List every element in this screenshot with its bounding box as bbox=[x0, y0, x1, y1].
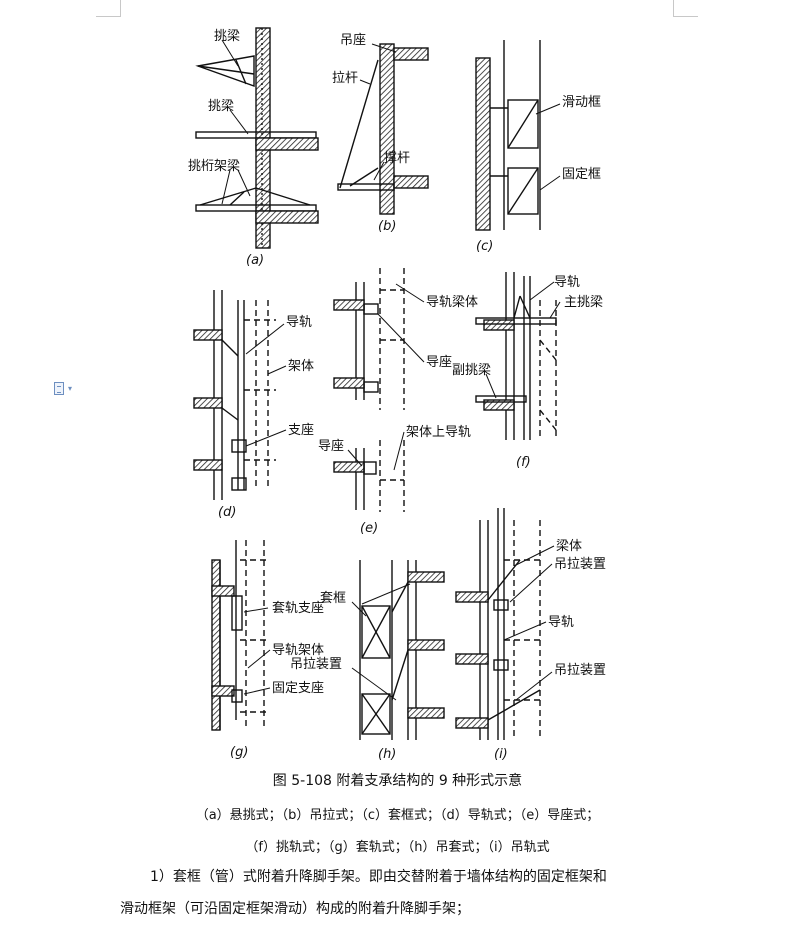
label-f-3: 副挑梁 bbox=[452, 363, 491, 378]
panel-label-b: (b) bbox=[378, 219, 396, 234]
diagram-a bbox=[195, 27, 319, 249]
label-b-1: 吊座 bbox=[340, 33, 366, 48]
panel-label-e: (e) bbox=[360, 521, 378, 536]
label-c-1: 滑动框 bbox=[562, 95, 601, 110]
label-e-3: 导座 bbox=[318, 439, 344, 454]
diagram-i bbox=[455, 508, 541, 740]
diagram-e bbox=[333, 268, 405, 512]
body-paragraph-line-2: 滑动框架（可沿固定框架滑动）构成的附着升降脚手架； bbox=[120, 901, 470, 917]
figure-subcaption-1: （a）悬挑式；（b）吊拉式；（c）套框式；（d）导轨式；（e）导座式； bbox=[195, 808, 600, 823]
label-d-3: 支座 bbox=[288, 423, 314, 438]
label-e-1: 导轨梁体 bbox=[426, 295, 478, 310]
panel-label-a: (a) bbox=[246, 253, 264, 268]
label-b-3: 撑杆 bbox=[384, 151, 410, 166]
label-d-2: 架体 bbox=[288, 359, 314, 374]
label-f-2: 主挑梁 bbox=[564, 295, 603, 310]
diagram-h bbox=[359, 560, 445, 740]
body-paragraph-line-1: 1）套框（管）式附着升降脚手架。即由交替附着于墙体结构的固定框架和 bbox=[150, 869, 607, 885]
label-d-1: 导轨 bbox=[286, 315, 312, 330]
diagram-d bbox=[193, 290, 276, 500]
label-c-2: 固定框 bbox=[562, 167, 601, 182]
label-g-2: 导轨架体 bbox=[272, 643, 324, 658]
figure-caption: 图 5-108 附着支承结构的 9 种形式示意 bbox=[272, 773, 523, 789]
label-f-1: 导轨 bbox=[554, 275, 580, 290]
panel-label-f: (f) bbox=[516, 455, 531, 470]
label-g-1: 套轨支座 bbox=[272, 600, 324, 616]
label-a-1: 挑梁 bbox=[214, 29, 240, 44]
panel-label-i: (i) bbox=[494, 747, 508, 762]
label-b-2: 拉杆 bbox=[332, 71, 358, 86]
label-i-1: 梁体 bbox=[556, 539, 582, 554]
label-i-3: 导轨 bbox=[548, 615, 574, 630]
diagram-c bbox=[475, 40, 541, 231]
label-i-4: 吊拉装置 bbox=[554, 663, 606, 678]
label-i-2: 吊拉装置 bbox=[554, 557, 606, 572]
crop-mark-top-right bbox=[673, 0, 698, 17]
label-a-3: 挑桁架梁 bbox=[188, 159, 240, 174]
label-e-4: 架体上导轨 bbox=[406, 425, 471, 440]
diagram-b bbox=[337, 43, 429, 215]
figure-5-108: 挑梁 挑梁 挑桁架梁 吊座 拉杆 撑杆 滑动框 固定框 导轨 架体 支座 导轨梁… bbox=[188, 27, 606, 762]
label-g-3: 固定支座 bbox=[272, 681, 324, 696]
label-a-2: 挑梁 bbox=[208, 99, 234, 114]
chevron-down-icon[interactable]: ▾ bbox=[68, 384, 73, 393]
diagram-f bbox=[475, 272, 557, 440]
panel-label-h: (h) bbox=[378, 747, 396, 762]
crop-mark-top-left bbox=[96, 0, 121, 17]
panel-label-g: (g) bbox=[230, 745, 248, 760]
label-e-2: 导座 bbox=[426, 355, 452, 370]
document-icon[interactable] bbox=[54, 382, 64, 395]
figure-subcaption-2: （f）挑轨式；（g）套轨式；（h）吊套式；（i）吊轨式 bbox=[245, 840, 550, 855]
label-h-1: 套框 bbox=[320, 590, 346, 606]
diagram-g bbox=[211, 540, 270, 731]
panel-label-d: (d) bbox=[218, 505, 236, 520]
panel-label-c: (c) bbox=[476, 239, 493, 254]
label-h-2: 吊拉装置 bbox=[290, 657, 342, 672]
